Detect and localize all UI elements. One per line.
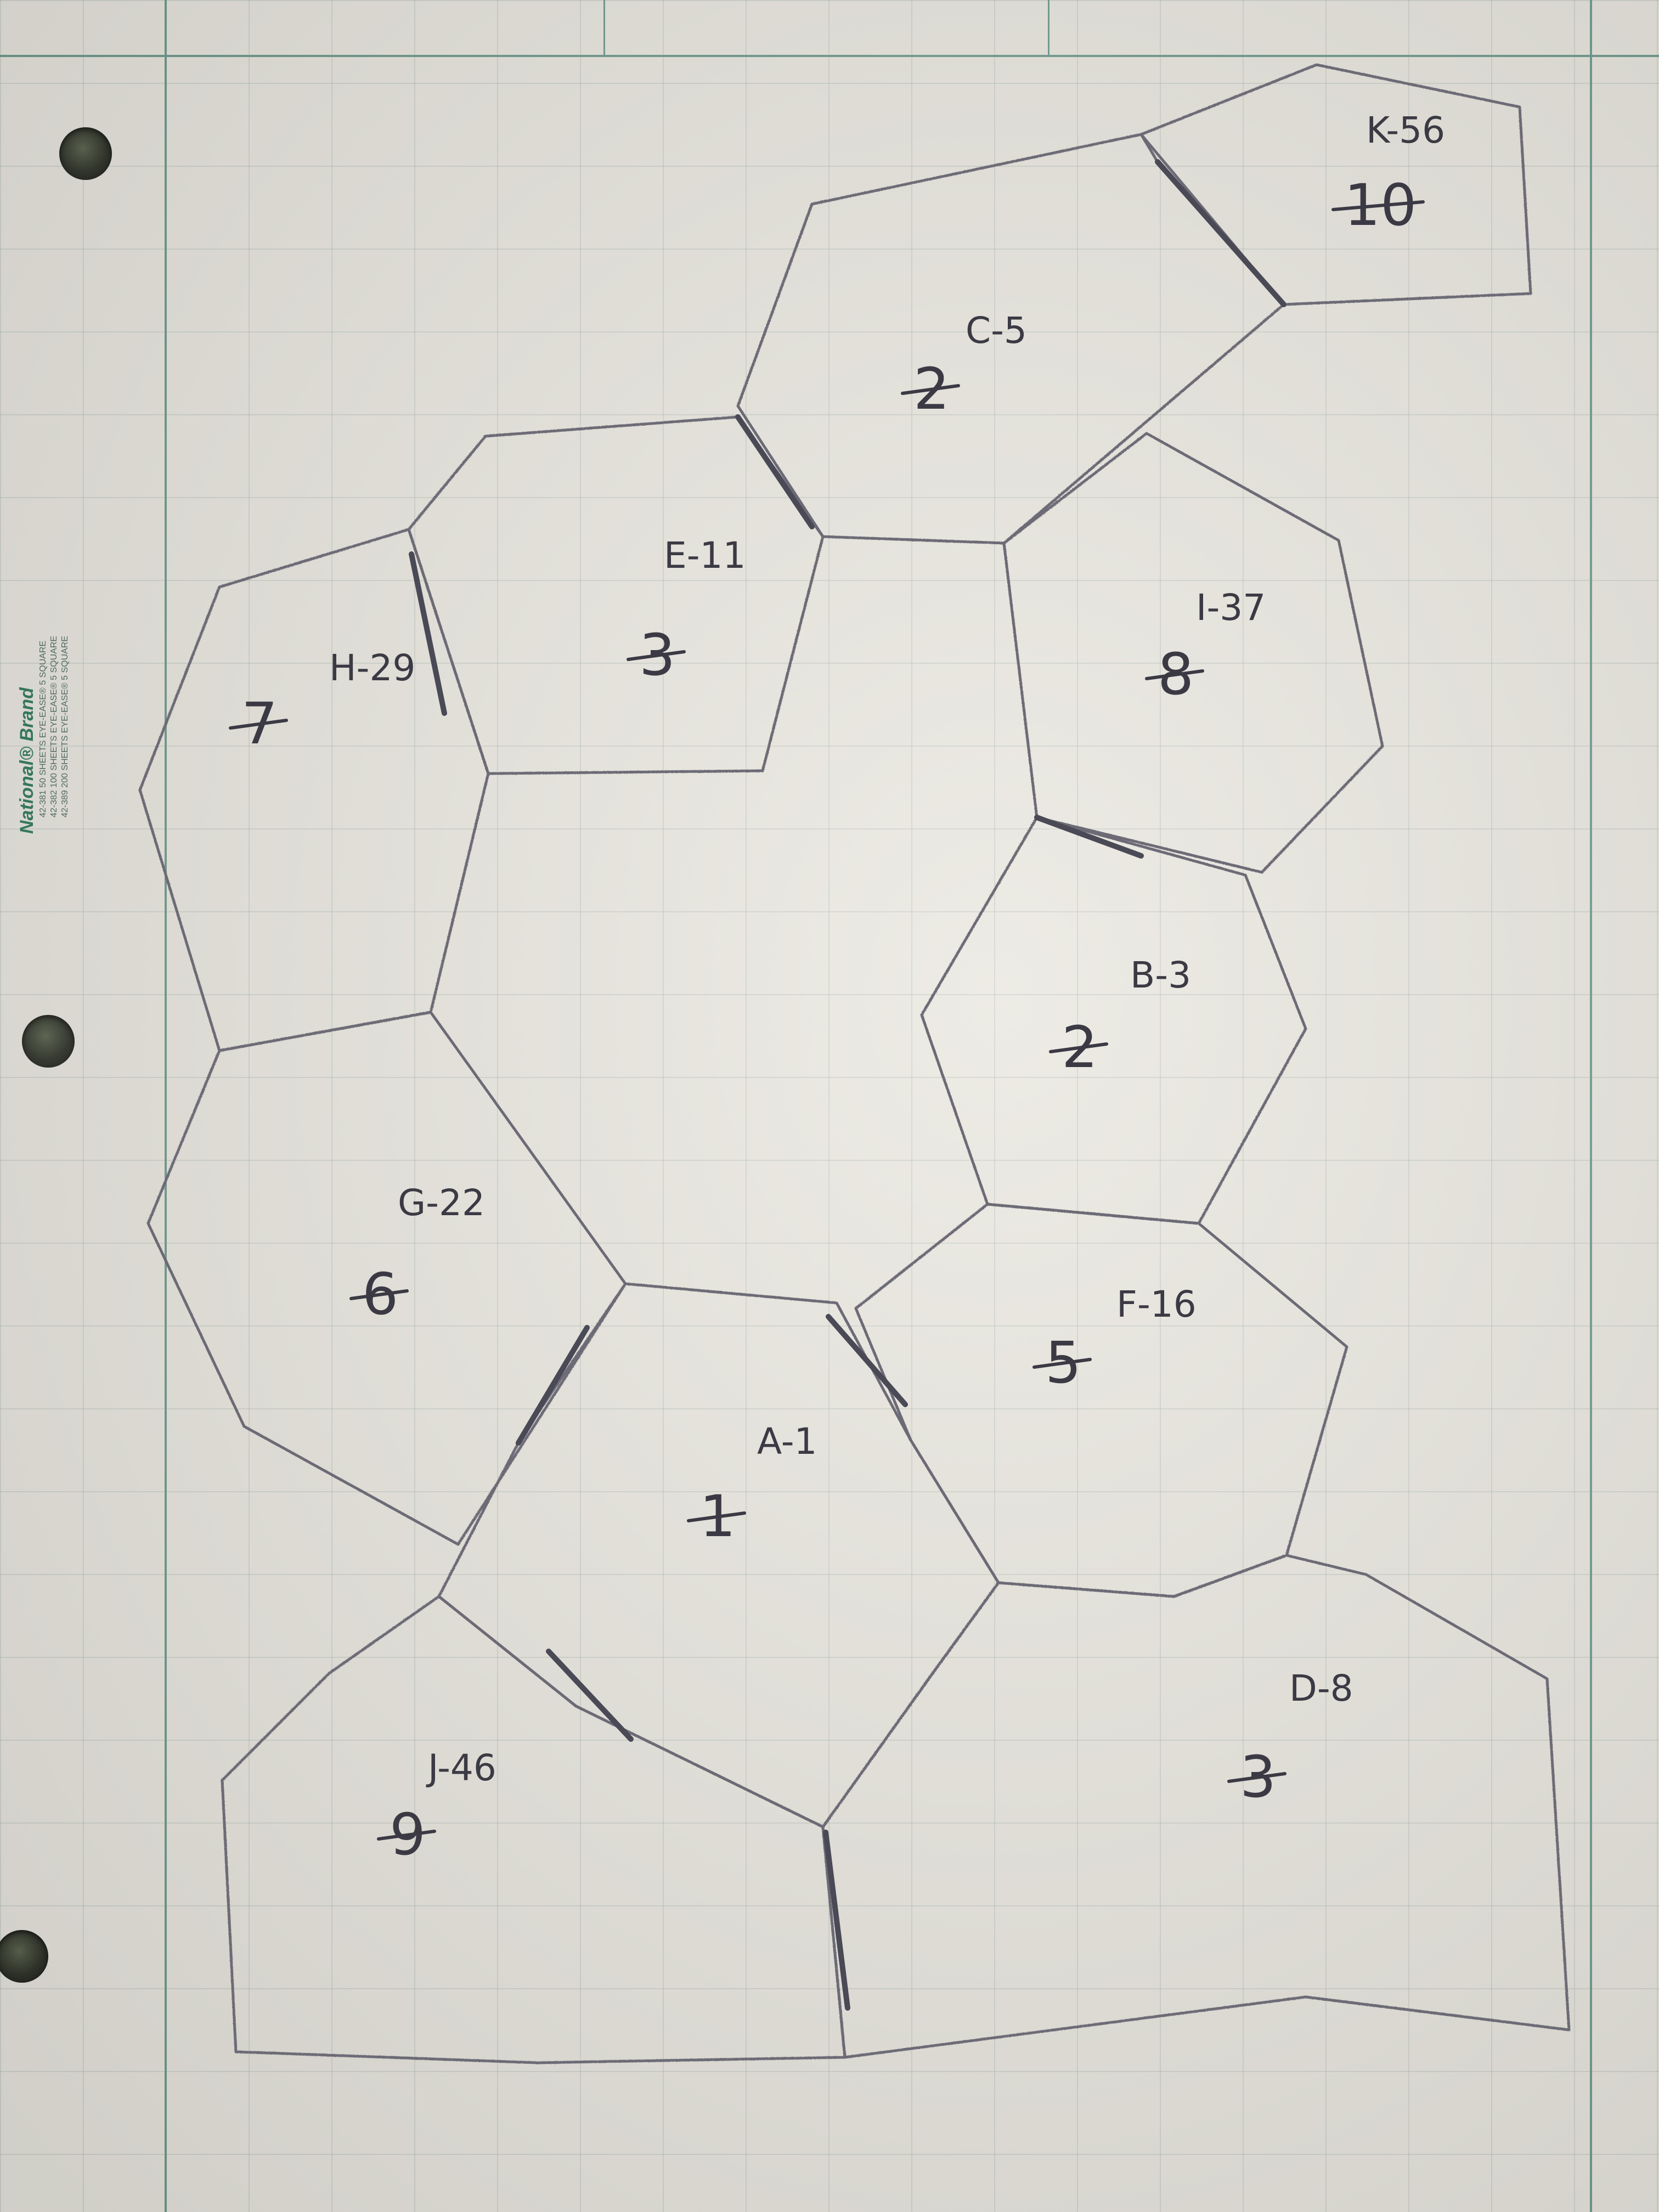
cell-number-strike-c — [901, 384, 960, 395]
cell-number-strike-e — [627, 650, 686, 661]
cell-label-e: E-11 — [664, 534, 746, 577]
cell-number-strike-d — [1227, 1772, 1286, 1783]
top-margin-line — [0, 55, 1659, 57]
heavy-edge-stroke — [826, 1314, 908, 1407]
binder-hole-top — [59, 127, 112, 180]
hexagon-cell-j — [221, 1595, 847, 2064]
cell-number-strike-h — [229, 719, 288, 730]
cell-label-d: D-8 — [1289, 1667, 1353, 1709]
cell-number-strike-j — [377, 1830, 436, 1841]
cell-label-a: A-1 — [757, 1420, 817, 1463]
heavy-edge-stroke — [823, 1830, 850, 2011]
hexagon-cell-f — [854, 1203, 1348, 1598]
hexagon-cell-k — [1139, 63, 1532, 306]
cell-label-b: B-3 — [1130, 954, 1191, 996]
heavy-edge-stroke — [1155, 159, 1286, 307]
cell-label-c: C-5 — [966, 309, 1027, 352]
cell-label-h: H-29 — [329, 647, 415, 689]
hexagon-cell-b — [920, 816, 1307, 1225]
cell-label-i: I-37 — [1196, 586, 1266, 629]
left-margin-line — [165, 0, 167, 2212]
cell-number-strike-g — [349, 1289, 409, 1300]
cell-number-strike-a — [687, 1511, 746, 1522]
hexagon-cell-d — [821, 1554, 1571, 2059]
cell-number-strike-i — [1145, 669, 1204, 680]
cell-label-f: F-16 — [1116, 1283, 1197, 1325]
heavy-edge-stroke — [516, 1325, 590, 1446]
cell-number-strike-b — [1049, 1042, 1108, 1053]
heavy-edge-stroke — [409, 551, 447, 716]
header-divider-2 — [1048, 0, 1049, 55]
heavy-edge-stroke — [735, 414, 815, 529]
heavy-edge-stroke — [1034, 815, 1144, 859]
hexagon-cell-a — [437, 1282, 1000, 1829]
cell-number-strike-k — [1331, 200, 1425, 211]
binder-hole-middle — [22, 1015, 75, 1068]
cell-label-k: K-56 — [1366, 109, 1445, 151]
hexagon-cell-g — [146, 1011, 627, 1546]
header-divider-1 — [603, 0, 605, 55]
binder-hole-bottom — [0, 1930, 48, 1983]
right-margin-line — [1590, 0, 1592, 2212]
cell-label-g: G-22 — [398, 1182, 485, 1224]
hexagon-cell-h — [138, 528, 490, 1052]
heavy-edge-stroke — [546, 1649, 634, 1742]
cell-number-strike-f — [1032, 1358, 1092, 1369]
cell-label-j: J-46 — [426, 1747, 496, 1789]
